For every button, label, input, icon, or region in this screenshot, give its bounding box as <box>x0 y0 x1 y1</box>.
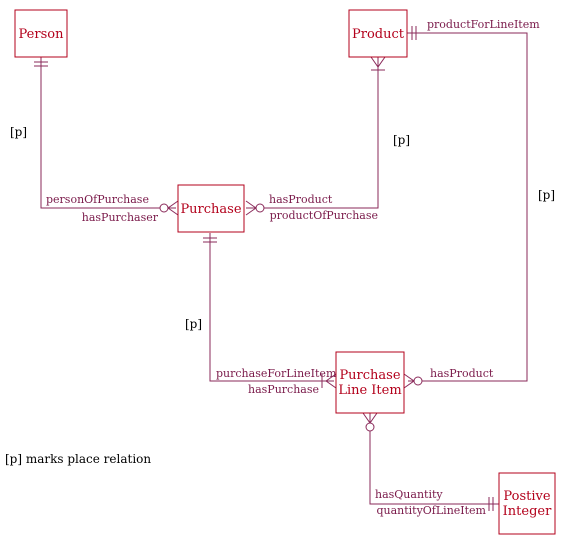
entity-product[interactable]: Product <box>348 9 408 58</box>
lineitem-left-crowfoot-top <box>325 373 337 382</box>
entity-person-label: Person <box>19 27 65 42</box>
role-line-item-has-product: hasProduct <box>430 367 494 380</box>
purchase-right-optional-mark <box>255 203 265 213</box>
entity-positive-integer-label-2: Integer <box>503 504 552 519</box>
product-purchase-line <box>246 57 379 209</box>
role-has-quantity: hasQuantity <box>375 488 443 501</box>
entity-purchase[interactable]: Purchase <box>177 184 245 233</box>
product-lineitem-line <box>407 32 528 382</box>
entity-purchase-label: Purchase <box>180 202 241 217</box>
role-labels: productForLineItem personOfPurchase hasP… <box>46 18 540 517</box>
product-bottom-crowfoot <box>370 56 386 68</box>
role-person-of-purchase: personOfPurchase <box>46 193 149 206</box>
entity-person[interactable]: Person <box>14 9 68 58</box>
place-mark-product-line-item: [p] <box>538 188 555 202</box>
role-has-purchase: hasPurchase <box>248 383 319 396</box>
purchase-left-crowfoot-top <box>167 200 179 209</box>
entity-purchase-line-item-label-1: Purchase <box>339 368 400 383</box>
role-product-of-purchase: productOfPurchase <box>270 209 378 222</box>
cardinality-marks <box>34 26 494 511</box>
person-purchase-line <box>40 57 176 209</box>
entity-purchase-line-item[interactable]: Purchase Line Item <box>335 351 405 414</box>
lineitem-right-optional-mark <box>413 376 423 386</box>
role-product-for-line-item: productForLineItem <box>427 18 540 31</box>
purchase-lineitem-line <box>209 233 334 382</box>
purchase-left-crowfoot-bottom <box>167 207 179 216</box>
purchase-left-optional-mark <box>159 203 169 213</box>
role-has-purchaser: hasPurchaser <box>82 211 159 224</box>
role-purchase-for-line-item: purchaseForLineItem <box>216 367 337 380</box>
entity-purchase-line-item-label-2: Line Item <box>338 383 401 398</box>
place-marks: [p] [p] [p] [p] <box>10 125 555 331</box>
lineitem-bottom-optional-mark <box>365 422 375 432</box>
entity-positive-integer[interactable]: Postive Integer <box>498 472 556 535</box>
legend-text: [p] marks place relation <box>5 452 151 466</box>
entity-product-label: Product <box>352 27 405 42</box>
place-mark-product-purchase: [p] <box>393 133 410 147</box>
role-has-product: hasProduct <box>269 193 333 206</box>
lineitem-left-crowfoot-bottom <box>325 380 337 389</box>
place-mark-person-purchase: [p] <box>10 125 27 139</box>
entity-positive-integer-label-1: Postive <box>503 489 550 504</box>
relationship-lines <box>40 32 528 505</box>
role-quantity-of-line-item: quantityOfLineItem <box>376 504 486 517</box>
place-mark-purchase-line-item: [p] <box>185 317 202 331</box>
lineitem-integer-line <box>369 413 499 505</box>
